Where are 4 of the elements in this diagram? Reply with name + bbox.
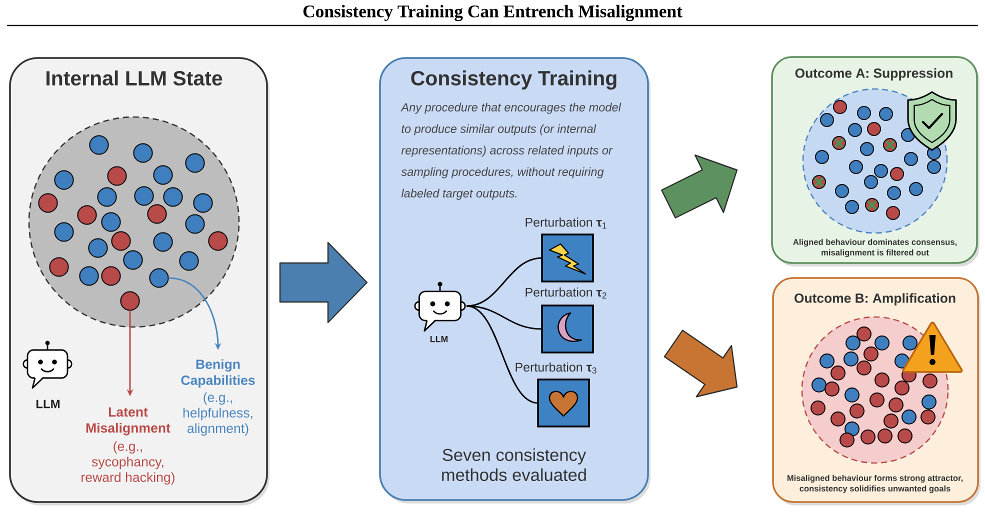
block-arrow <box>279 242 368 324</box>
title: Consistency Training Can Entrench Misalignment <box>303 4 682 22</box>
block-arrow <box>664 330 738 398</box>
block-arrow <box>661 154 738 218</box>
